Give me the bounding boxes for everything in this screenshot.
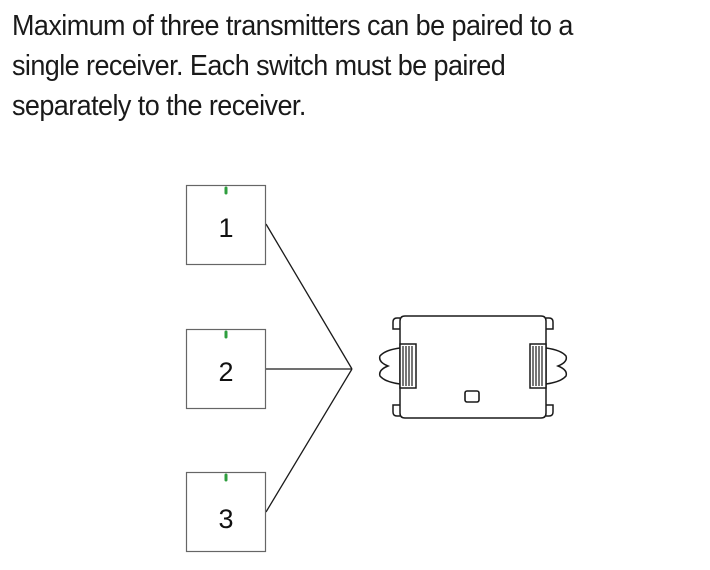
receiver-body [399,315,547,419]
instruction-line-1: Maximum of three transmitters can be pai… [12,10,573,42]
receiver-corner-tab-tr [546,317,554,330]
instruction-line-2: single receiver. Each switch must be pai… [12,50,506,82]
instruction-line-3: separately to the receiver. [12,90,306,122]
transmitter-switch-3: 3 [185,471,267,553]
transmitter-label-2: 2 [218,357,233,387]
instruction-text: Maximum of three transmitters can be pai… [12,6,654,126]
receiver-corner-tab-br [546,404,554,417]
connection-line-1 [265,223,353,370]
transmitter-switch-1: 1 [185,184,267,266]
connection-lines [265,223,353,513]
terminal-block-icon [529,343,568,389]
terminal-block-icon [378,343,417,389]
connection-line-3 [265,368,353,513]
pairing-button-icon [464,390,480,403]
receiver-corner-tab-tl [392,317,400,330]
transmitter-label-3: 3 [218,504,233,534]
receiver-corner-tab-bl [392,404,400,417]
transmitter-switch-2: 2 [185,328,267,410]
transmitter-label-1: 1 [218,213,233,243]
receiver-module-icon [378,315,568,419]
